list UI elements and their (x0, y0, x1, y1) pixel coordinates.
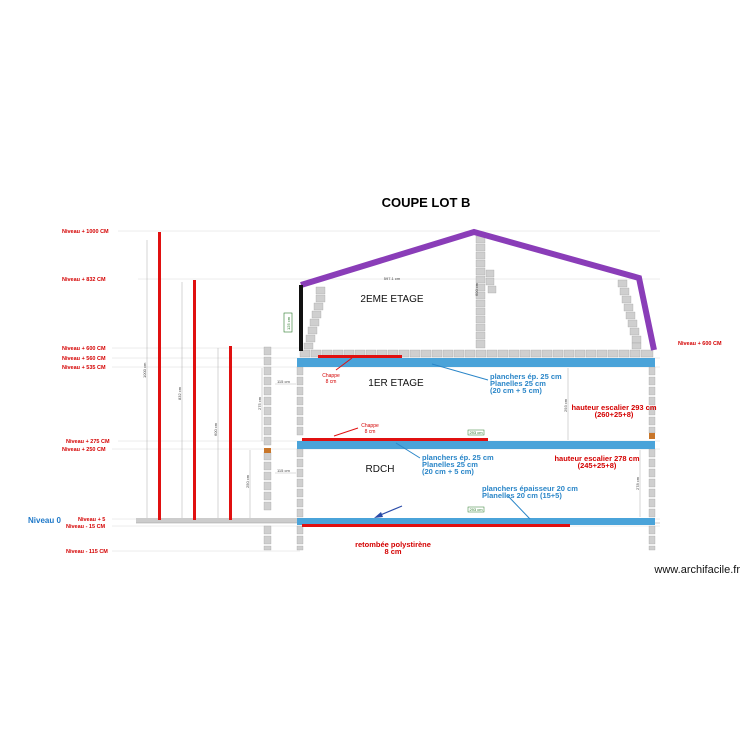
svg-text:Planelles 25 cm: Planelles 25 cm (422, 460, 478, 469)
svg-text:(260+25+8): (260+25+8) (595, 410, 634, 419)
attic-central-pillar (475, 235, 497, 349)
ground-slab (136, 518, 301, 523)
note-escalier-2: hauteur escalier 278 cm (245+25+8) (554, 454, 639, 470)
retombee-line (302, 524, 570, 527)
dim-green-box: 125 cm (286, 316, 291, 330)
slab-dim-box (467, 429, 485, 436)
dim-total-1000: 1000 cm (142, 362, 147, 378)
dim-stair-293: 293 cm (563, 398, 568, 412)
level-label-right: Niveau + 600 CM (678, 341, 722, 347)
svg-text:planchers ép. 25 cm: planchers ép. 25 cm (490, 372, 562, 381)
level-label: Niveau + 1000 CM (62, 229, 109, 235)
level-label: Niveau + 832 CM (62, 277, 106, 283)
note-plancher-1: planchers ép. 25 cm Planelles 25 cm (20 … (490, 372, 562, 395)
floor-slab-middle (297, 441, 655, 449)
screed-first (302, 438, 488, 441)
slab-dim-box (467, 506, 485, 513)
note-chappe-1: Chappe 8 cm (322, 373, 340, 385)
svg-text:Chappe: Chappe (361, 423, 379, 429)
dim-small-115b: 115 cm (277, 468, 290, 473)
attic-right-blocks (617, 279, 642, 350)
note-plancher-2: planchers ép. 25 cm Planelles 25 cm (20 … (422, 453, 494, 476)
note-chappe-2: Chappe 8 cm (361, 423, 379, 435)
right-wall-accent (649, 433, 655, 439)
svg-text:8 cm: 8 cm (365, 429, 376, 435)
dim-small-115a: 115 cm (277, 379, 290, 384)
dim-left-275: 275 cm (257, 396, 262, 410)
note-plancher-3: planchers épaisseur 20 cm Planelles 20 c… (482, 484, 578, 500)
arrow-retombee (377, 505, 403, 517)
main-left-wall (296, 366, 304, 551)
height-bar-1000 (158, 232, 161, 520)
svg-text:Planelles 20 cm (15+5): Planelles 20 cm (15+5) (482, 491, 562, 500)
leader-lines (395, 363, 531, 520)
svg-text:planchers épaisseur 20 cm: planchers épaisseur 20 cm (482, 484, 578, 493)
chappe-leader-2 (333, 427, 359, 437)
level-labels: Niveau + 1000 CM Niveau + 832 CM Niveau … (28, 229, 722, 555)
height-bars: 1000 cm 832 cm 600 cm 250 cm 275 cm (142, 232, 263, 520)
floor-slab-ground (297, 518, 655, 525)
niveau-zero-label: Niveau 0 (28, 516, 61, 525)
roof-outline (300, 228, 657, 351)
svg-text:8 cm: 8 cm (326, 379, 337, 385)
main-right-wall (648, 366, 656, 551)
svg-text:retombée polystirène: retombée polystirène (355, 540, 431, 549)
svg-text:Planelles 25 cm: Planelles 25 cm (490, 379, 546, 388)
room-2eme-etage: 2EME ETAGE (360, 294, 423, 305)
level-label: Niveau - 15 CM (66, 524, 106, 530)
level-label: Niveau + 535 CM (62, 365, 106, 371)
svg-text:(20 cm + 5 cm): (20 cm + 5 cm) (490, 386, 542, 395)
level-label: Niveau + 600 CM (62, 346, 106, 352)
dim-roof-width: 597.1 cm (384, 276, 401, 281)
attic-floor-blocks (299, 349, 654, 358)
chappe-leader-1 (335, 357, 353, 371)
dim-total-600: 600 cm (213, 422, 218, 436)
svg-text:planchers ép. 25 cm: planchers ép. 25 cm (422, 453, 494, 462)
svg-text:hauteur escalier 293 cm: hauteur escalier 293 cm (571, 403, 656, 412)
dim-left-250: 250 cm (245, 474, 250, 488)
svg-text:8 cm: 8 cm (384, 547, 401, 556)
dim-stair-278: 278 cm (635, 476, 640, 490)
attic-left-knee-wall (303, 286, 326, 350)
note-retombee: retombée polystirène 8 cm (355, 540, 431, 556)
column-accent (264, 448, 271, 453)
arrow-head (374, 512, 383, 518)
dim-total-832: 832 cm (177, 386, 182, 400)
room-rdch: RDCH (366, 464, 395, 475)
note-escalier-1: hauteur escalier 293 cm (260+25+8) (571, 403, 656, 419)
svg-text:(245+25+8): (245+25+8) (578, 461, 617, 470)
dim-mid-floor: 293 cm (469, 430, 483, 435)
level-label: Niveau + 5 (78, 517, 105, 523)
height-bar-600 (229, 346, 232, 520)
dim-attic-height: 600 cm (474, 282, 479, 296)
dim-ground-floor: 293 cm (469, 507, 483, 512)
level-label: Niveau + 275 CM (66, 439, 110, 445)
left-column-blocks (263, 346, 272, 551)
room-1er-etage: 1ER ETAGE (368, 378, 424, 389)
green-dim-box (283, 312, 293, 333)
svg-text:hauteur escalier 278 cm: hauteur escalier 278 cm (554, 454, 639, 463)
level-label: Niveau - 115 CM (66, 549, 108, 555)
svg-text:(20 cm + 5 cm): (20 cm + 5 cm) (422, 467, 474, 476)
svg-text:Chappe: Chappe (322, 373, 340, 379)
watermark: www.archifacile.fr (653, 564, 740, 576)
level-label: Niveau + 560 CM (62, 356, 106, 362)
level-label: Niveau + 250 CM (62, 447, 106, 453)
screed-attic (318, 355, 402, 358)
drawing-title: COUPE LOT B (382, 195, 471, 210)
height-bar-832 (193, 280, 196, 520)
floor-slab-upper (297, 358, 655, 367)
